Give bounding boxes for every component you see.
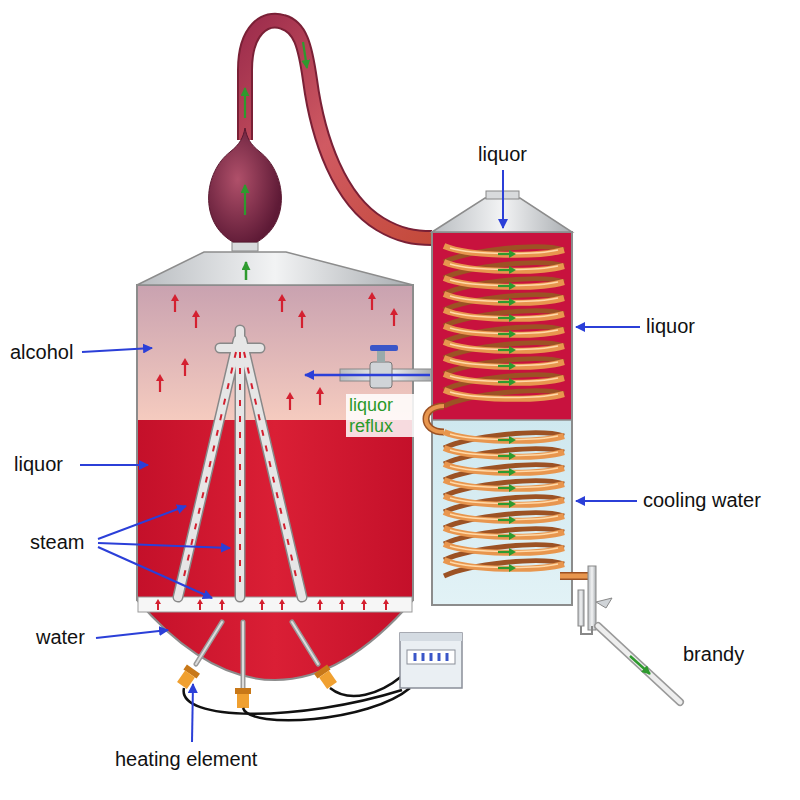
flow-label: liquor reflux xyxy=(346,394,418,437)
reflux-valve xyxy=(305,345,432,388)
steam-pipes xyxy=(178,330,302,597)
heating-elements xyxy=(175,622,338,708)
still-tank xyxy=(137,242,413,680)
leader-arrows xyxy=(80,170,640,742)
gooseneck-bulb xyxy=(209,21,432,280)
part-label: liquor xyxy=(646,315,695,338)
steam-plate-arrows xyxy=(155,599,389,610)
part-label: alcohol xyxy=(10,341,73,364)
part-label: cooling water xyxy=(643,489,761,512)
vapor-arrows xyxy=(156,292,398,410)
power-wiring xyxy=(184,633,462,720)
part-label: liquor xyxy=(14,453,63,476)
part-label: liquor xyxy=(478,143,527,166)
outlet-spout xyxy=(560,566,680,702)
part-label: water xyxy=(36,626,85,649)
part-label: steam xyxy=(30,531,84,554)
part-label: brandy xyxy=(683,643,744,666)
condenser xyxy=(426,191,572,605)
part-label: heating element xyxy=(115,748,257,771)
